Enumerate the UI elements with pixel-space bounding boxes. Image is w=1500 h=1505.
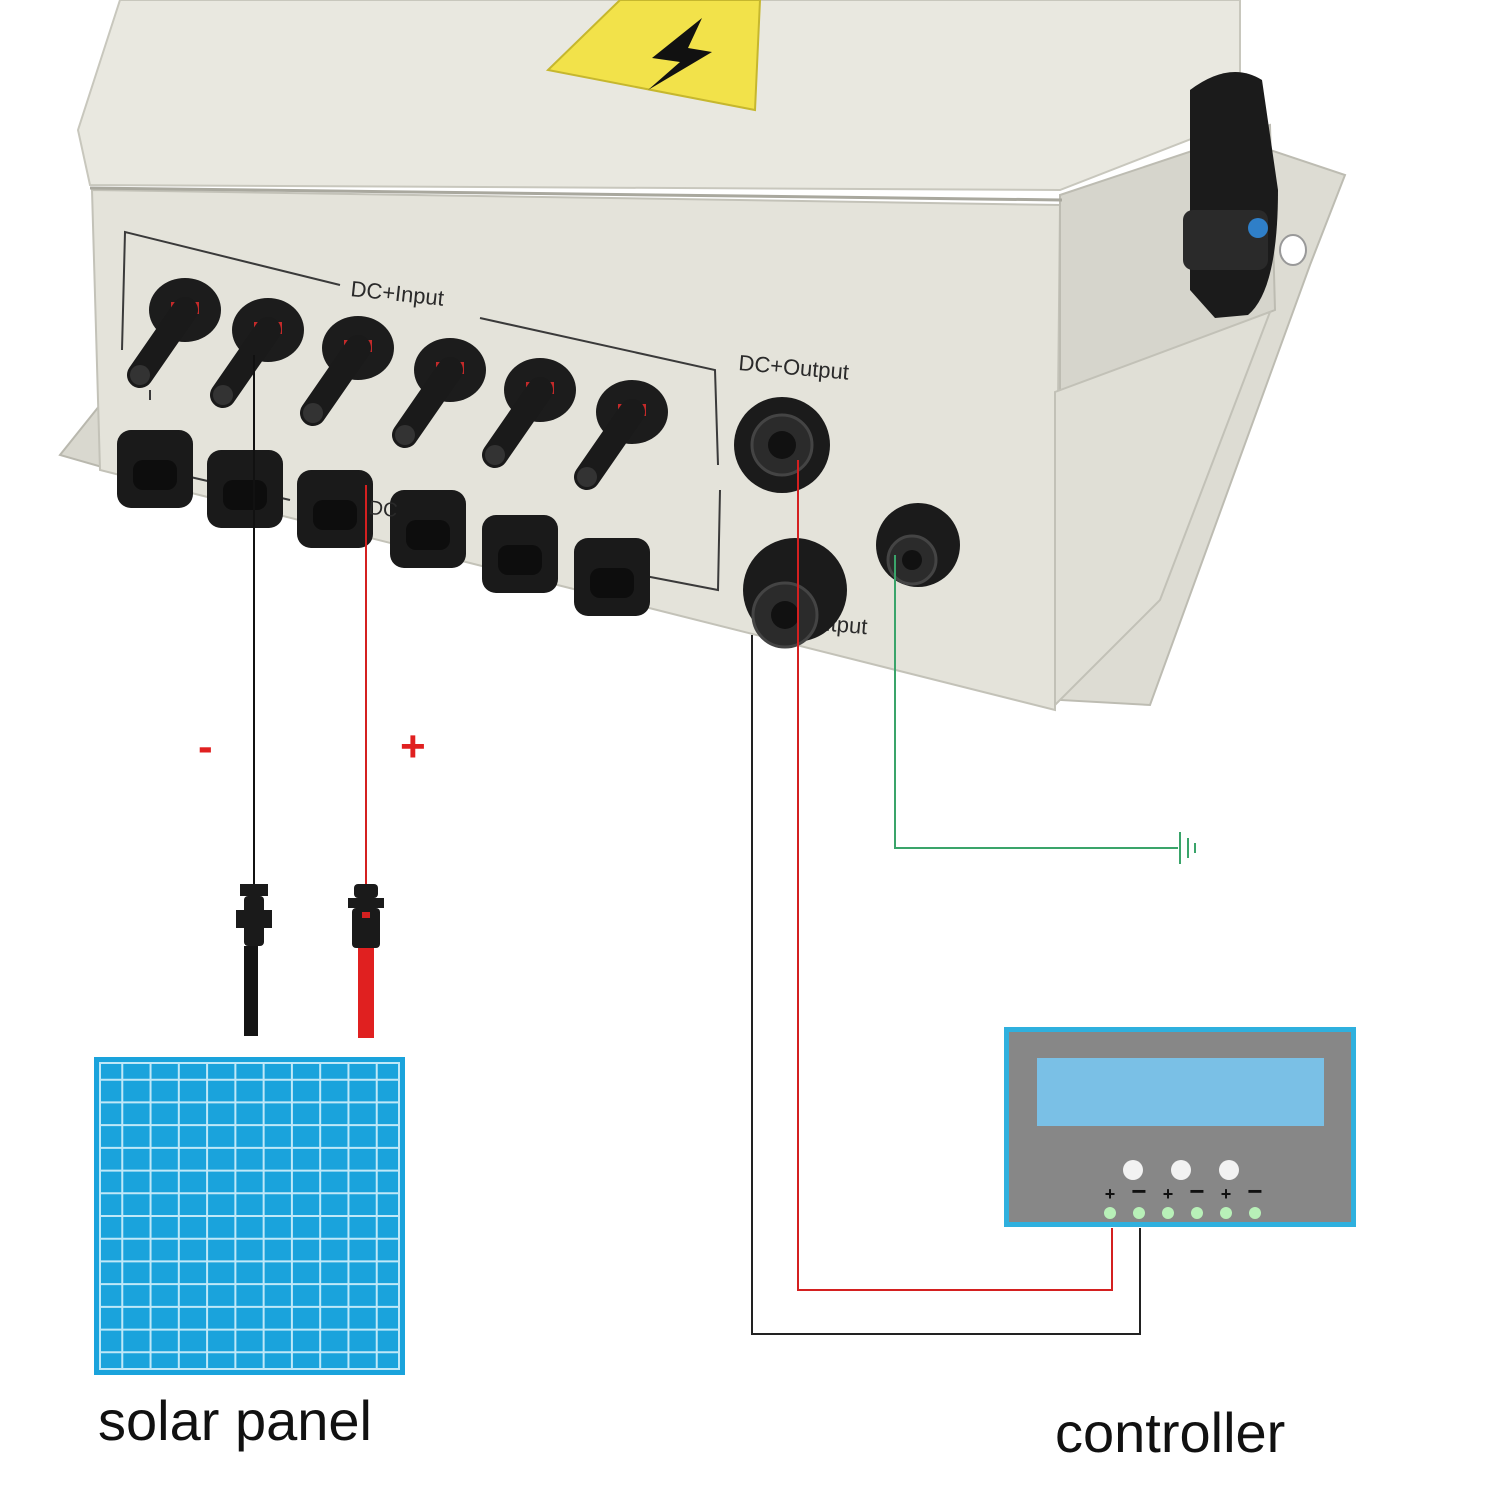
dc-input-connector-3 — [300, 316, 394, 426]
controller-button-3 — [1219, 1160, 1239, 1180]
door-latch-handle — [1183, 72, 1278, 318]
panel-inner-border — [99, 1062, 400, 1370]
warning-triangle — [545, 0, 762, 112]
controller-button-2 — [1171, 1160, 1191, 1180]
negative-mc4-connector — [236, 884, 272, 1036]
lid-seam — [89, 186, 1063, 202]
controller-screen — [1037, 1058, 1324, 1126]
positive-mc4-connector — [348, 884, 384, 1038]
controller-button-1 — [1123, 1160, 1143, 1180]
ground-gland — [876, 503, 960, 587]
dc-input-lower-connectors — [117, 430, 650, 616]
controller-positive-wire — [797, 460, 1113, 1291]
controller-terminal-3 — [1162, 1207, 1174, 1219]
controller-terminal-label-3: + — [1163, 1184, 1174, 1204]
controller-terminal-label-6: − — [1247, 1176, 1262, 1206]
lightning-bolt-icon — [648, 18, 712, 90]
flange-hole-top — [1279, 234, 1307, 266]
output-gland-bottom — [743, 538, 847, 649]
controller-terminal-5 — [1220, 1207, 1232, 1219]
controller-negative-wire — [751, 635, 1141, 1335]
dc-input-connector-4 — [392, 338, 486, 448]
controller-terminal-label-4: − — [1189, 1176, 1204, 1206]
solar-panel — [94, 1057, 405, 1375]
dc-lower-label: DC — [367, 497, 398, 522]
enclosure-lid-top — [76, 0, 1241, 192]
enclosure-side-lower — [1054, 310, 1272, 708]
dc-input-upper-connectors — [127, 278, 668, 490]
controller-terminal-2 — [1133, 1207, 1145, 1219]
output-gland-top — [734, 397, 830, 493]
dc-lower-connector-6 — [574, 538, 650, 616]
controller-terminal-label-1: + — [1105, 1184, 1116, 1204]
dc-input-connector-1 — [127, 278, 221, 388]
dc-lower-connector-4 — [390, 490, 466, 568]
controller-terminal-4 — [1191, 1207, 1203, 1219]
ground-symbol-icon — [1179, 832, 1196, 864]
dc-lower-connector-1 — [117, 430, 193, 508]
controller-terminal-6 — [1249, 1207, 1261, 1219]
charge-controller: +−+−+− — [1004, 1027, 1356, 1227]
controller-terminal-label-2: − — [1131, 1176, 1146, 1206]
controller-terminals: +−+−+− — [1104, 1176, 1263, 1219]
ground-wire — [894, 555, 1178, 849]
solar-panel-label: solar panel — [98, 1389, 372, 1452]
dc-input-connector-2 — [210, 298, 304, 408]
positive-sign-label: + — [400, 722, 426, 771]
controller-label: controller — [1055, 1401, 1286, 1464]
solar-panel-cell-grid — [99, 1062, 400, 1370]
controller-terminal-label-5: + — [1221, 1184, 1232, 1204]
dc-input-connector-6 — [574, 380, 668, 490]
dc-lower-connector-2 — [207, 450, 283, 528]
negative-sign-label: - — [198, 722, 213, 771]
dc-input-connector-5 — [482, 358, 576, 468]
dc-lower-connector-5 — [482, 515, 558, 593]
dc-lower-connector-3 — [297, 470, 373, 548]
controller-terminal-1 — [1104, 1207, 1116, 1219]
